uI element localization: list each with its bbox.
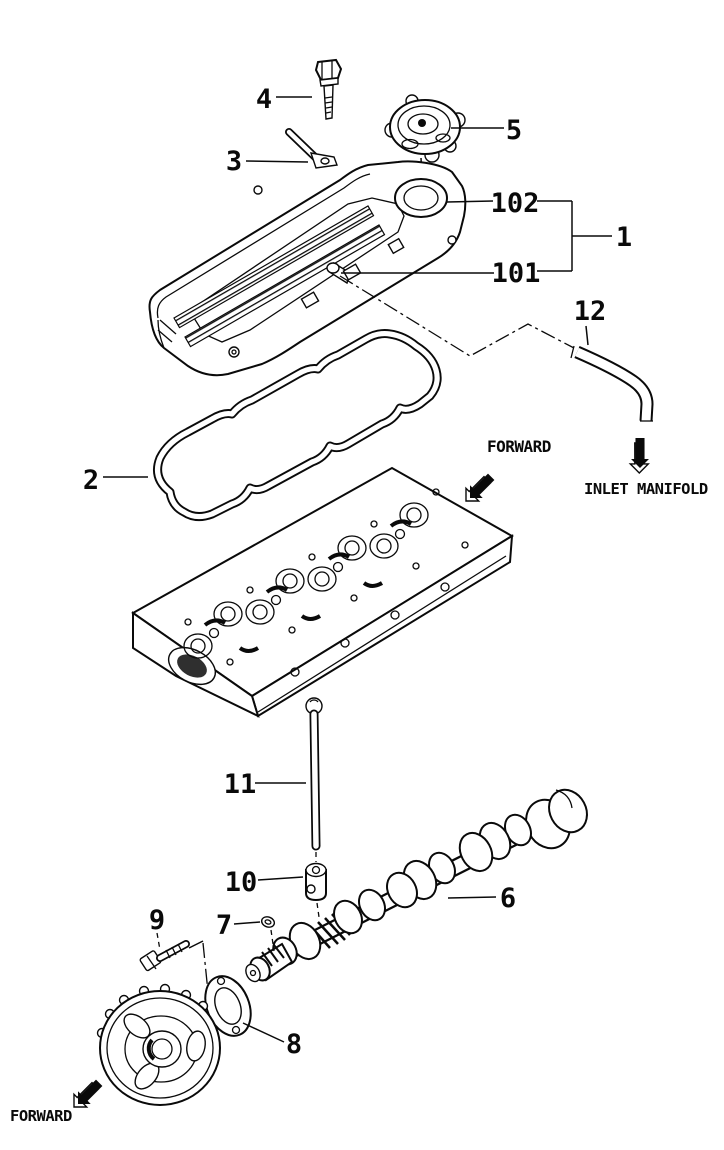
hose-part-12 (570, 345, 654, 422)
part-label-9: 9 (149, 905, 165, 936)
part-label-102: 102 (491, 188, 540, 219)
forward-top-label: FORWARD (487, 437, 551, 456)
part-label-3: 3 (226, 146, 242, 177)
leader-part-8 (242, 1022, 285, 1043)
part-label-4: 4 (256, 84, 272, 115)
oil-cap-part-5 (384, 94, 466, 197)
tappet-part-10 (305, 862, 327, 918)
camshaft-gear (96, 983, 221, 1106)
push-rod-part-11 (305, 697, 323, 862)
filler-neck-part-102 (394, 178, 448, 218)
part-label-12: 12 (574, 296, 607, 327)
part-label-7: 7 (216, 910, 232, 941)
cover-rib (173, 205, 375, 329)
cylinder-head (131, 466, 514, 718)
inlet-manifold-label: INLET MANIFOLD (584, 480, 708, 498)
part-label-2: 2 (83, 465, 99, 496)
part-label-1: 1 (616, 222, 632, 253)
part-label-10: 10 (225, 867, 258, 898)
key-part-7 (260, 916, 276, 952)
bolt-part-9 (139, 940, 209, 993)
leader-part-10 (257, 876, 304, 881)
leader-part-3 (245, 160, 309, 163)
inlet-manifold-arrow-icon (619, 432, 661, 474)
leader-part-12 (585, 325, 589, 346)
part-label-6: 6 (500, 883, 516, 914)
bolt-part-4 (314, 58, 343, 120)
part-label-101: 101 (492, 258, 541, 289)
clip-part-3 (285, 128, 338, 169)
cover-rib (184, 224, 386, 348)
camshaft-part-6 (245, 788, 588, 983)
valve-cover-part-1 (148, 160, 467, 377)
forward-bottom-label: FORWARD (10, 1107, 72, 1125)
part-label-8: 8 (286, 1029, 302, 1060)
forward-arrow-icon (73, 1078, 104, 1108)
callout-part-1-group (341, 200, 612, 274)
gasket-part-2 (153, 329, 442, 522)
leader-part-6 (447, 896, 497, 899)
part-label-11: 11 (224, 769, 257, 800)
leader-part-7 (233, 921, 261, 925)
forward-arrow-icon (465, 472, 496, 502)
hose-assembly-centerline (339, 275, 575, 357)
part-label-5: 5 (506, 115, 522, 146)
leader-part-9 (156, 932, 161, 951)
